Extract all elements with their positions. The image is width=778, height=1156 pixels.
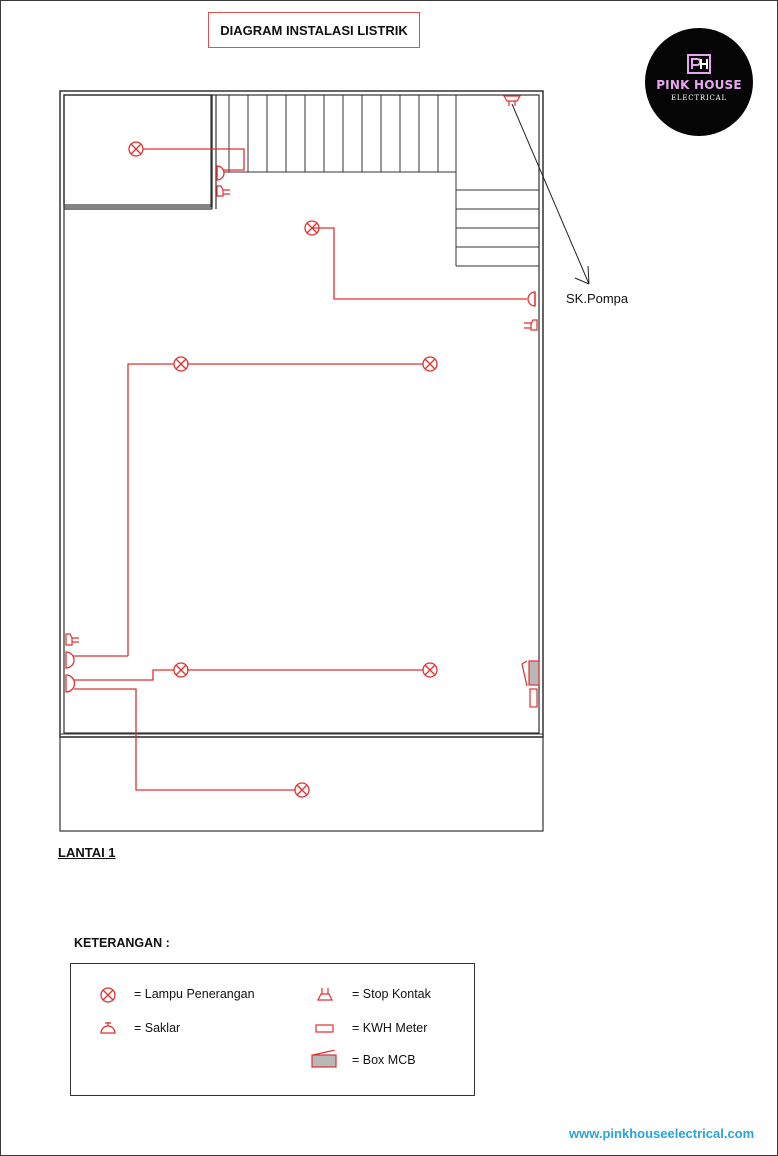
legend-label-switch: = Saklar [134, 1021, 181, 1035]
diagram-title: DIAGRAM INSTALASI LISTRIK [208, 12, 420, 48]
switches [65, 165, 536, 693]
switch-icon [65, 651, 75, 669]
socket-icon [65, 633, 79, 646]
pump-arrow [511, 103, 590, 285]
sockets [65, 95, 538, 646]
legend-label-mcb: = Box MCB [352, 1053, 416, 1067]
lamp-icon [304, 220, 320, 236]
floor-label: LANTAI 1 [58, 845, 116, 860]
legend-label-socket: = Stop Kontak [352, 987, 431, 1001]
legend-box: = Lampu Penerangan = Saklar = Stop Konta… [70, 963, 475, 1096]
socket-icon [502, 95, 522, 106]
socket-icon [216, 185, 230, 197]
switch-icon [100, 1022, 116, 1034]
lamps [128, 141, 438, 798]
switch-icon [65, 674, 76, 693]
walls [59, 90, 544, 832]
wiring [73, 148, 527, 791]
mcb-box-icon [311, 1050, 337, 1068]
socket-icon [317, 988, 333, 1001]
lamp-icon [100, 987, 116, 1003]
legend-label-kwh: = KWH Meter [352, 1021, 428, 1035]
logo-subtitle: ELECTRICAL [671, 94, 727, 102]
lamp-icon [294, 782, 310, 798]
legend-label-lamp: = Lampu Penerangan [134, 987, 255, 1001]
lamp-icon [173, 662, 189, 678]
lamp-icon [422, 662, 438, 678]
kwh-meter-icon [529, 688, 538, 708]
stairs [216, 95, 539, 267]
legend-title: KETERANGAN : [74, 936, 170, 950]
lamp-icon [422, 356, 438, 372]
ph-monogram-icon [687, 54, 711, 74]
brand-logo: PINK HOUSE ELECTRICAL [645, 28, 753, 136]
kwh-meter-icon [315, 1024, 334, 1033]
switch-icon [216, 165, 225, 181]
socket-icon [524, 319, 538, 331]
mcb-box-icon [521, 660, 540, 687]
pump-switch-label: SK.Pompa [566, 291, 629, 306]
lamp-icon [128, 141, 144, 157]
switch-icon [527, 291, 536, 307]
lamp-icon [173, 356, 189, 372]
website-link[interactable]: www.pinkhouseelectrical.com [569, 1126, 755, 1141]
logo-brand: PINK HOUSE [656, 78, 742, 92]
